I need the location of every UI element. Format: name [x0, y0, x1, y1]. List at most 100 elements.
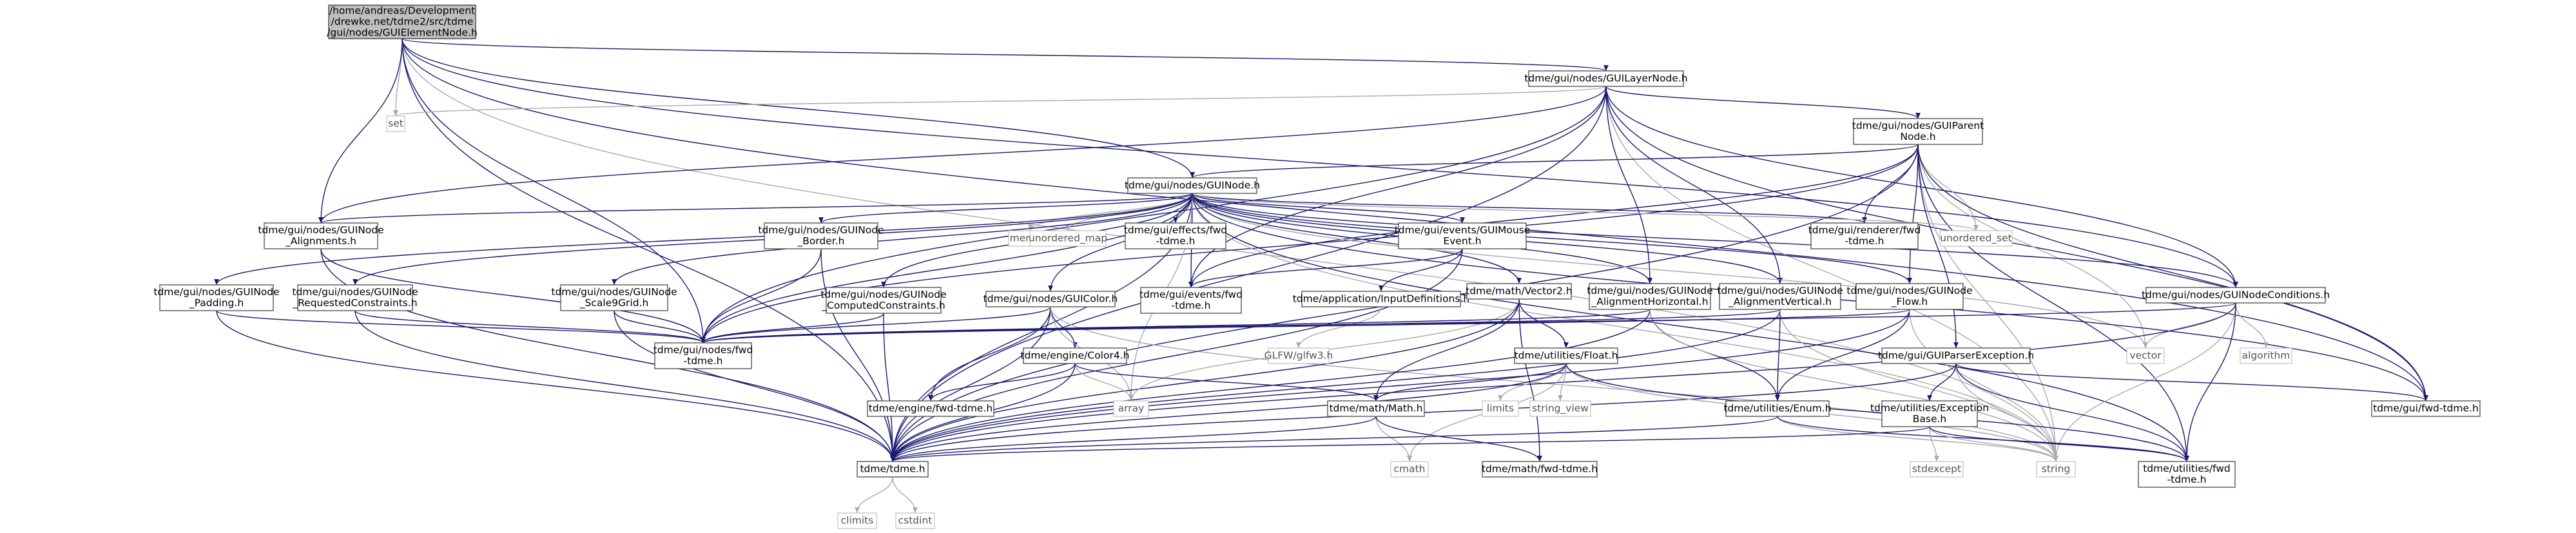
node-box [867, 400, 994, 417]
node-box [1514, 347, 1618, 364]
node-eventsfwd[interactable]: tdme/gui/events/fwd-tdme.h [1139, 287, 1243, 314]
node-reqconstraints[interactable]: tdme/gui/nodes/GUINode_RequestedConstrai… [292, 284, 418, 311]
node-unordered_set: unordered_set [1939, 230, 2013, 247]
node-box [1910, 461, 1964, 478]
node-label: unordered_map [1029, 233, 1107, 245]
edge-guinode-to-padding [214, 193, 1193, 286]
node-alignh[interactable]: tdme/gui/nodes/GUINode_AlignmentHorizont… [1587, 283, 1713, 310]
edge-guinode-to-alignments [318, 193, 1193, 224]
edge-guicolor-to-tdmeh [890, 306, 1051, 462]
node-algorithm: algorithm [2240, 347, 2292, 364]
node-label: string_view [1532, 403, 1589, 415]
node-alignv[interactable]: tdme/gui/nodes/GUINode_AlignmentVertical… [1717, 283, 1843, 310]
edge-parent-to-guifwd [1917, 144, 2428, 402]
node-vector2[interactable]: tdme/math/Vector2.h [1466, 283, 1573, 300]
edge-flow-to-enum [1775, 309, 1910, 402]
edge-alignv-to-string [1779, 309, 2058, 462]
node-parserexc[interactable]: tdme/gui/GUIParserException.h [1878, 347, 2034, 364]
node-box [1125, 222, 1226, 249]
edge-parent-to-eventsfwd [1188, 144, 1919, 288]
node-label: tdme/gui/nodes/GUILayerNode.h [1524, 73, 1687, 84]
node-string_view: string_view [1529, 400, 1591, 417]
node-enum[interactable]: tdme/utilities/Enum.h [1723, 400, 1832, 417]
node-conditions[interactable]: tdme/gui/nodes/GUINodeConditions.h [2142, 287, 2330, 304]
node-float[interactable]: tdme/utilities/Float.h [1514, 347, 1618, 364]
edge-guinode-to-flow [1192, 193, 1912, 284]
edge-colorh-to-engfwd [928, 363, 1076, 402]
node-renderer[interactable]: tdme/gui/renderer/fwd-tdme.h [1808, 222, 1921, 249]
edge-alignments-to-tdmeh [320, 248, 895, 462]
node-box [1127, 177, 1257, 194]
edge-guinode-to-guicolor [1048, 193, 1193, 292]
edge-root-to-guinode [402, 38, 1195, 179]
node-box [1327, 400, 1425, 417]
edge-layer-to-nodesfwd [701, 86, 1607, 344]
node-label: _AlignmentHorizontal.h [1591, 296, 1708, 308]
node-box [2126, 347, 2165, 364]
edge-colorh-to-mathh [1074, 363, 1379, 402]
node-label: tdme/tdme.h [860, 463, 925, 475]
node-box [1023, 347, 1127, 364]
node-layer[interactable]: tdme/gui/nodes/GUILayerNode.h [1524, 70, 1688, 87]
node-label: tdme/gui/nodes/GUINode [1587, 285, 1712, 296]
node-label: cmath [1393, 463, 1425, 475]
edge-guinode-to-border [818, 193, 1193, 224]
node-box [1301, 291, 1461, 307]
edge-border-to-nodesfwd [701, 248, 822, 344]
node-mathfwd[interactable]: tdme/math/fwd-tdme.h [1482, 461, 1598, 478]
edge-scale9-to-nodesfwd [614, 310, 706, 344]
edge-parent-to-utilfwd [1917, 144, 2189, 462]
edge-compconstraints-to-nodesfwd [701, 313, 884, 344]
node-utilfwd[interactable]: tdme/utilities/fwd-tdme.h [2138, 461, 2236, 488]
node-guifwd[interactable]: tdme/gui/fwd-tdme.h [2371, 400, 2481, 417]
node-tdmeh[interactable]: tdme/tdme.h [857, 461, 929, 478]
edge-float-to-mathh [1373, 363, 1567, 402]
node-scale9[interactable]: tdme/gui/nodes/GUINode_Scale9Grid.h [551, 284, 677, 311]
node-label: tdme/gui/events/GUIMouse [1395, 224, 1531, 236]
node-label: tdme/utilities/Enum.h [1723, 403, 1831, 414]
edge-excbase-to-tdmeh [890, 426, 1930, 462]
node-array: array [1113, 400, 1149, 417]
node-box [1881, 400, 1978, 427]
node-mathh[interactable]: tdme/math/Math.h [1327, 400, 1425, 417]
node-padding[interactable]: tdme/gui/nodes/GUINode_Padding.h [153, 284, 280, 311]
node-label: _Flow.h [1891, 296, 1928, 308]
node-nodesfwd[interactable]: tdme/gui/nodes/fwd-tdme.h [654, 342, 753, 369]
node-label: -tdme.h [684, 355, 723, 367]
edge-excbase-to-stdexcept [1929, 426, 1939, 462]
edge-inputdefs-to-glfw [1296, 306, 1382, 349]
node-compconstraints[interactable]: tdme/gui/nodes/GUINode_ComputedConstrain… [820, 287, 947, 314]
edge-root-to-guifwd [402, 38, 2428, 402]
node-box [2371, 400, 2481, 417]
edge-float-to-utilfwd [1565, 363, 2189, 462]
node-alignments[interactable]: tdme/gui/nodes/GUINode_Alignments.h [258, 222, 384, 249]
edge-enum-to-tdmeh [890, 416, 1778, 462]
node-inputdefs[interactable]: tdme/application/InputDefinitions.h [1293, 291, 1470, 307]
node-box [1482, 461, 1598, 478]
node-label: stdexcept [1912, 463, 1961, 475]
node-effects[interactable]: tdme/gui/effects/fwd-tdme.h [1124, 222, 1227, 249]
node-label: tdme/utilities/Exception [1870, 402, 1989, 414]
node-label: _Alignments.h [285, 235, 356, 247]
node-box [386, 115, 405, 132]
node-guicolor[interactable]: tdme/gui/nodes/GUIColor.h [983, 291, 1118, 307]
node-label: tdme/gui/fwd-tdme.h [2373, 403, 2479, 414]
node-flow[interactable]: tdme/gui/nodes/GUINode_Flow.h [1846, 283, 1973, 310]
node-label: _AlignmentVertical.h [1728, 296, 1832, 308]
node-colorh[interactable]: tdme/engine/Color4.h [1021, 347, 1130, 364]
node-guinode[interactable]: tdme/gui/nodes/GUINode.h [1125, 177, 1260, 194]
node-border[interactable]: tdme/gui/nodes/GUINode_Border.h [758, 222, 884, 249]
node-engfwd[interactable]: tdme/engine/fwd-tdme.h [867, 400, 994, 417]
node-label: _Padding.h [189, 297, 244, 309]
node-label: tdme/gui/nodes/GUINode [758, 224, 884, 236]
edge-flow-to-string [1909, 309, 2058, 462]
node-box [985, 291, 1116, 307]
node-label: /gui/nodes/GUIElementNode.h [327, 27, 478, 39]
node-root[interactable]: /home/andreas/Development/drewke.net/tdm… [327, 5, 478, 39]
edge-flow-to-tdmeh [890, 309, 1910, 462]
edge-mathh-to-tdmeh [890, 416, 1377, 462]
node-label: string [2042, 463, 2071, 475]
